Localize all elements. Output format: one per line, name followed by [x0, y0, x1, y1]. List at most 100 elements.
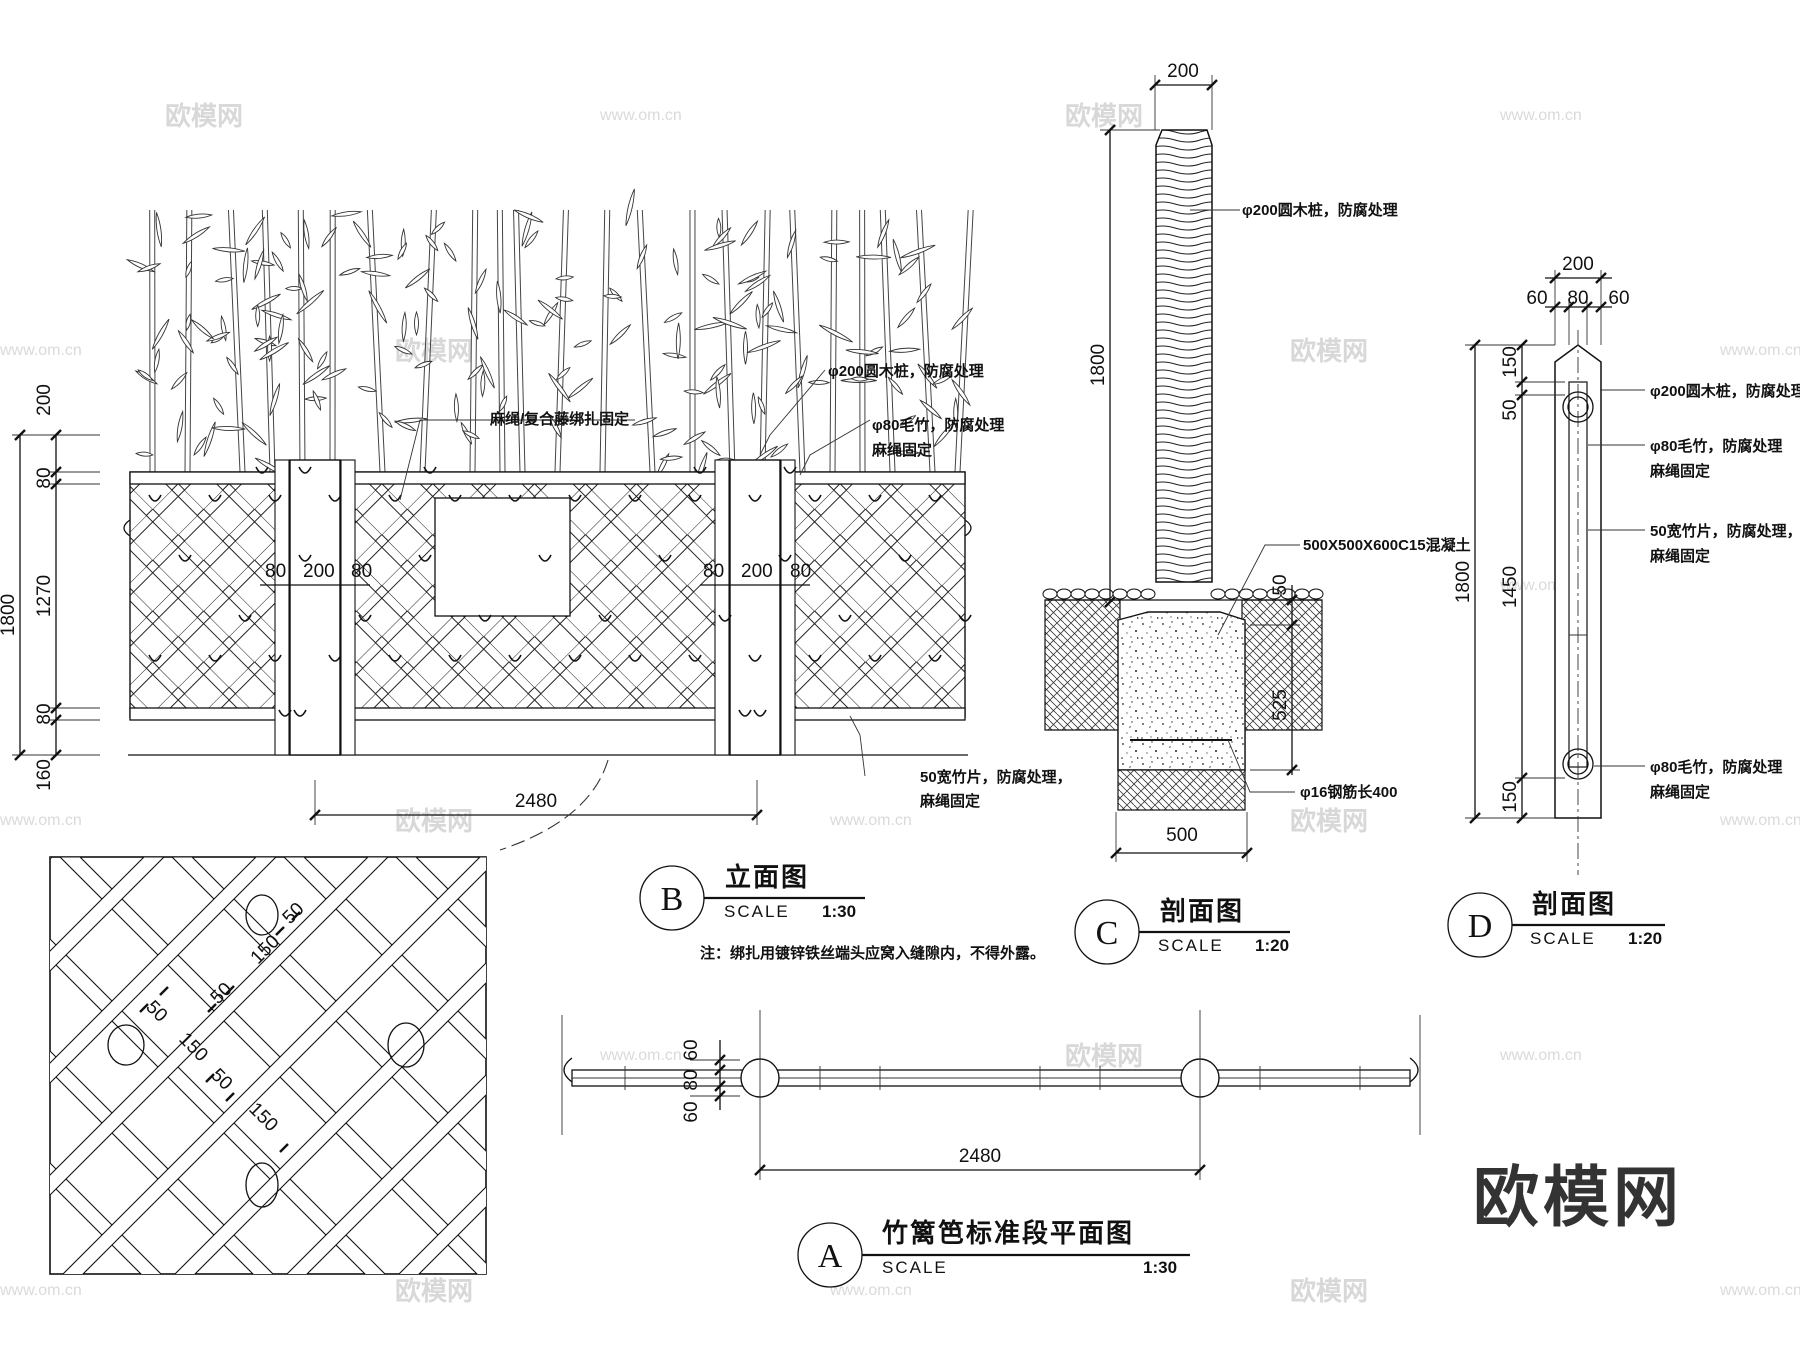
watermark-url: www.om.cn: [1499, 107, 1582, 124]
watermark-url: www.om.cn: [1719, 812, 1800, 829]
dim-total-1800: 1800: [0, 594, 19, 636]
bamboo-pole: [780, 459, 796, 756]
section-c-title: 剖面图: [1160, 896, 1244, 926]
watermark-brand: 欧模网: [1065, 1041, 1143, 1071]
plan-a-title: 竹篱笆标准段平面图: [881, 1218, 1134, 1248]
section-d-dim-1450: 1450: [1500, 566, 1521, 608]
scale-ratio: 1:30: [1143, 1258, 1177, 1277]
section-d-dim-50: 50: [1500, 399, 1521, 420]
section-c-dim-1800: 1800: [1088, 344, 1109, 386]
section-c-concrete-footing: [1117, 611, 1246, 771]
section-d-dim-80: 80: [1567, 288, 1588, 309]
lattice-detail: 50 150 50 50 150 50 150: [49, 856, 487, 1275]
detail-dim-ticks: [139, 911, 301, 1153]
section-d-dim-60: 60: [1608, 288, 1629, 309]
plan-dim-80: 80: [681, 1069, 702, 1090]
view-letter-b: B: [661, 881, 684, 918]
watermark-url: www.om.cn: [829, 812, 912, 829]
detail-rope-knots: [107, 894, 425, 1208]
plan-dim-60-bottom: 60: [681, 1101, 702, 1122]
section-c-base-gravel: [1117, 769, 1246, 811]
view-letter-a: A: [818, 1238, 843, 1275]
section-c-label-rebar: φ16钢筋长400: [1300, 783, 1397, 801]
label-slat: 50宽竹片，防腐处理，: [920, 768, 1072, 786]
top-bamboo-rail: [129, 471, 966, 485]
section-d-bamboo-bottom: [1562, 748, 1594, 780]
post-dim-200: 200: [303, 561, 335, 582]
section-d: 200 60 80 60 1800 150 50 1450 150 φ: [1447, 254, 1800, 958]
watermarks: 欧模网 www.om.cn 欧模网 www.om.cn 欧模网 欧模网 www.…: [0, 101, 1800, 1306]
section-d-bamboo-top: [1562, 391, 1594, 423]
label-post: φ200圆木桩，防腐处理: [828, 362, 984, 380]
watermark-url: www.om.cn: [1719, 342, 1800, 359]
section-c: 200 1800 50 525 500 φ200圆木桩，防腐处理 500X500…: [1042, 61, 1471, 965]
section-d-label-slat: 50宽竹片，防腐处理，: [1650, 522, 1800, 540]
scale-ratio: 1:20: [1255, 936, 1289, 955]
section-c-wood-post: [1155, 129, 1213, 583]
section-d-title: 剖面图: [1532, 889, 1616, 919]
plan-dim-2480: 2480: [959, 1146, 1001, 1167]
section-d-label-post: φ200圆木桩，防腐处理: [1650, 382, 1800, 400]
elevation-b: 1800 200 80 1270 80 160 80 200 80 80 200…: [0, 188, 1072, 962]
bottom-bamboo-rail: [129, 707, 966, 721]
section-d-dim-150-bottom: 150: [1500, 781, 1521, 813]
watermark-brand: 欧模网: [1065, 101, 1143, 131]
dim-80-bottom: 80: [34, 703, 55, 724]
detail-slats: [50, 857, 486, 1274]
brand-logo: 欧模网: [1473, 1160, 1683, 1234]
watermark-brand: 欧模网: [395, 1276, 473, 1306]
section-d-label-bamboo1-fix: 麻绳固定: [1649, 462, 1710, 480]
watermark-brand: 欧模网: [395, 806, 473, 836]
section-d-label-bamboo1: φ80毛竹，防腐处理: [1650, 437, 1782, 455]
watermark-url: www.om.cn: [599, 1047, 682, 1064]
post-dim-200: 200: [741, 561, 773, 582]
watermark-brand: 欧模网: [1290, 1276, 1368, 1306]
wood-post-left: [289, 459, 341, 756]
bamboo-pole: [714, 459, 730, 756]
scale-label: SCALE: [1158, 936, 1224, 955]
section-d-label-bamboo2: φ80毛竹，防腐处理: [1650, 758, 1782, 776]
watermark-url: www.om.cn: [1719, 1282, 1800, 1299]
watermark-brand: 欧模网: [1290, 806, 1368, 836]
scale-label: SCALE: [724, 902, 790, 921]
rope-ties: [148, 466, 972, 717]
watermark-url: www.om.cn: [599, 107, 682, 124]
label-slat-fix: 麻绳固定: [919, 792, 980, 810]
section-d-dim-1800: 1800: [1453, 561, 1474, 603]
watermark-url: www.om.cn: [1499, 1047, 1582, 1064]
post-dim-80: 80: [265, 561, 286, 582]
elevation-b-title: 立面图: [725, 862, 809, 892]
bamboo-background: [125, 188, 974, 487]
section-c-dim-500: 500: [1166, 825, 1198, 846]
plan-a: 60 80 60 2480 A 竹篱笆标准段平面图 SCALE 1:30: [561, 1010, 1421, 1288]
dim-160: 160: [34, 759, 55, 791]
dim-slashes-left: [14, 429, 62, 761]
section-d-dim-60: 60: [1526, 288, 1547, 309]
detail-callout-arc: [499, 759, 609, 851]
elevation-note: 注：绑扎用镀锌铁丝端头应窝入缝隙内，不得外露。: [700, 944, 1045, 962]
view-letter-d: D: [1468, 908, 1493, 945]
scale-ratio: 1:30: [822, 902, 856, 921]
watermark-brand: 欧模网: [165, 101, 243, 131]
section-d-label-slat-fix: 麻绳固定: [1649, 547, 1710, 565]
scale-label: SCALE: [882, 1258, 948, 1277]
section-d-dim-200: 200: [1562, 254, 1594, 275]
dim-200: 200: [34, 384, 55, 416]
watermark-url: www.om.cn: [0, 1282, 82, 1299]
watermark-url: www.om.cn: [0, 342, 82, 359]
elevation-leaders: [399, 369, 871, 777]
label-bamboo: φ80毛竹，防腐处理: [872, 416, 1004, 434]
post-dim-80: 80: [351, 561, 372, 582]
label-rope: 麻绳/复合藤绑扎固定: [489, 410, 629, 428]
dim-width-2480: 2480: [515, 791, 557, 812]
wood-post-right: [729, 459, 781, 756]
label-bamboo-fix: 麻绳固定: [871, 441, 932, 459]
dim-80-top: 80: [34, 467, 55, 488]
bamboo-pole: [340, 459, 356, 756]
section-c-dim-50: 50: [1270, 574, 1291, 595]
section-c-label-concrete: 500X500X600C15混凝土: [1303, 536, 1471, 554]
lattice-window: [434, 497, 571, 617]
section-c-dim-525: 525: [1270, 689, 1291, 721]
